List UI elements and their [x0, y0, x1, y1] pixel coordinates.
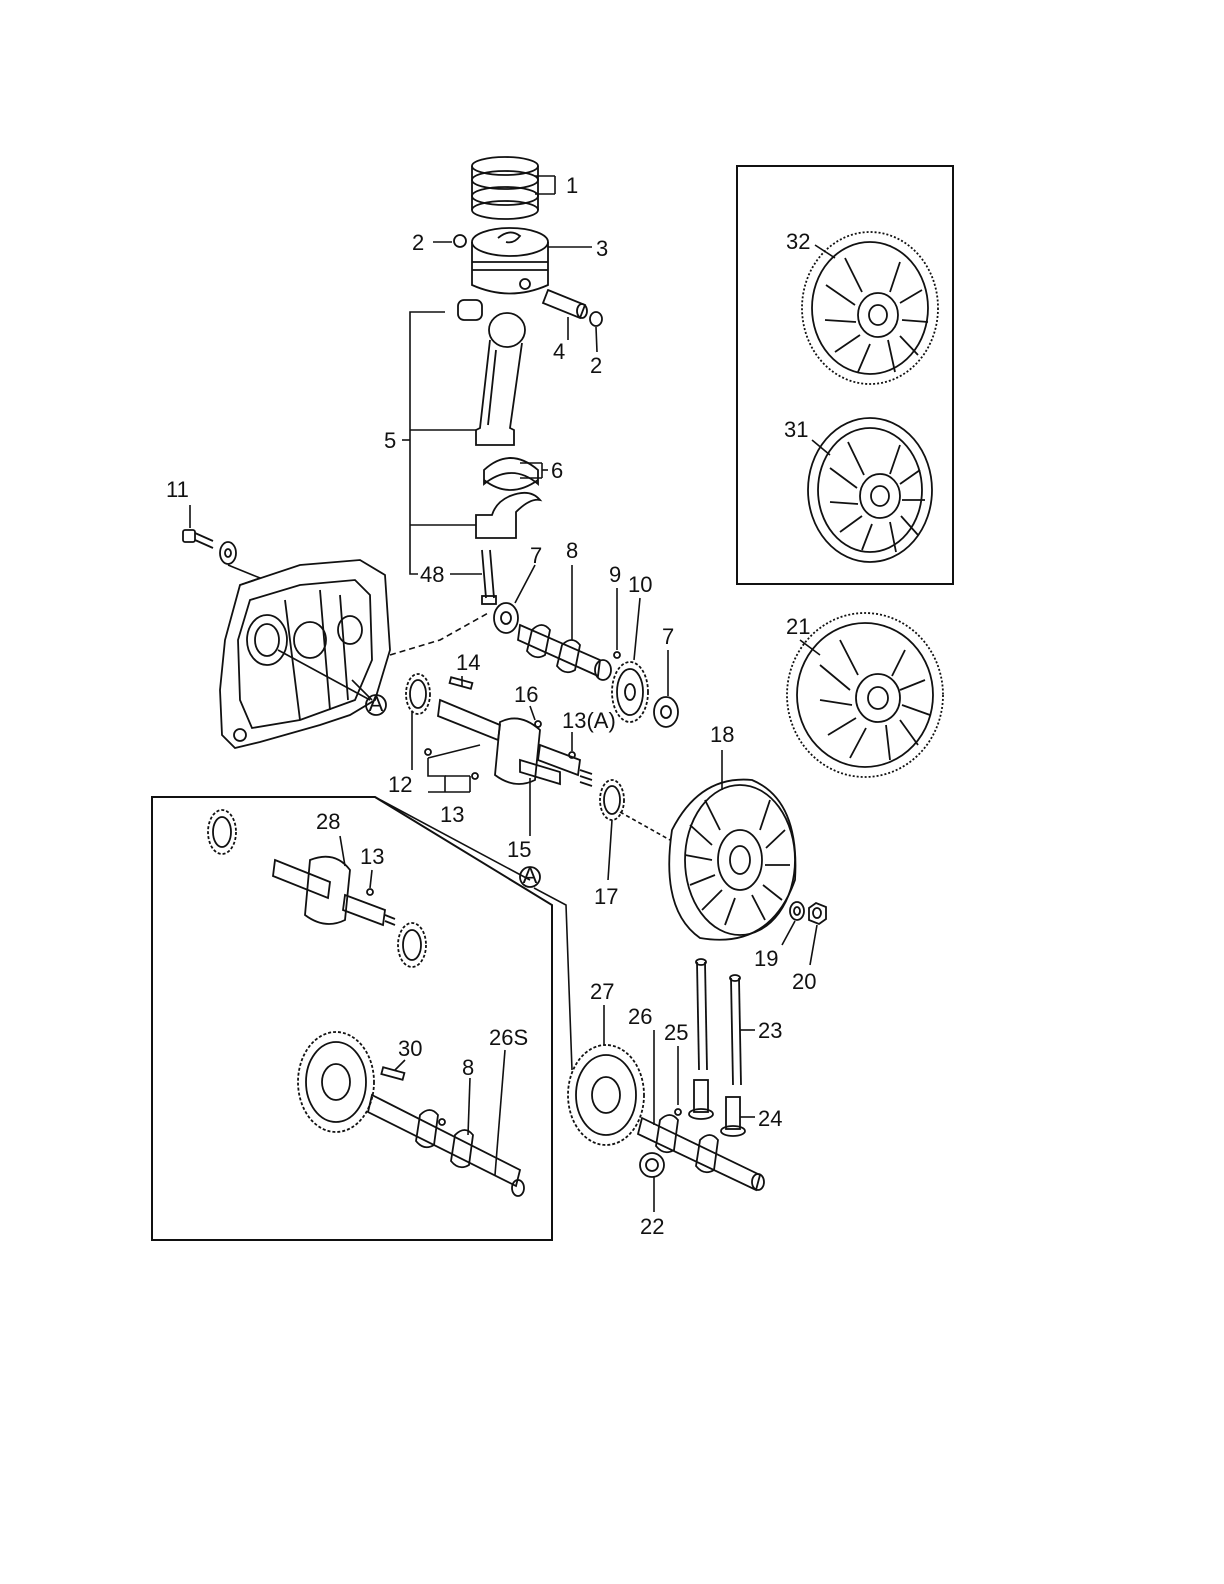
camshaft-lower [638, 1115, 764, 1190]
piston [472, 228, 548, 294]
callout-6: 6 [551, 458, 563, 483]
callout-13-alt: 13 [360, 844, 384, 869]
callout-7-left: 7 [530, 543, 542, 568]
callout-10: 10 [628, 572, 652, 597]
callout-2-left: 2 [412, 230, 424, 255]
flywheel-options-box [737, 166, 953, 584]
camshaft-pin [614, 652, 620, 658]
callout-25: 25 [664, 1020, 688, 1045]
callout-8-top: 8 [566, 538, 578, 563]
callout-1: 1 [566, 173, 578, 198]
piston-pin [543, 290, 587, 318]
crank-gear [406, 674, 430, 714]
alt-crank-gear [208, 810, 236, 854]
callout-14: 14 [456, 650, 480, 675]
cam-gear [612, 662, 648, 722]
flywheel-option-32 [802, 232, 938, 384]
callout-16: 16 [514, 682, 538, 707]
callout-20: 20 [792, 969, 816, 994]
callout-11: 11 [166, 477, 189, 502]
callout-18: 18 [710, 722, 734, 747]
cam-gear-lower [568, 1045, 644, 1145]
alt-cam-gear [298, 1032, 374, 1132]
callout-13a: 13(A) [562, 708, 616, 733]
cover-bolt [183, 530, 236, 564]
callout-26: 26 [628, 1004, 652, 1029]
crankcase-cover [220, 560, 390, 748]
alt-cam-key [381, 1067, 404, 1079]
callout-19: 19 [754, 946, 778, 971]
ref-marker-a-camshaft-label: A [523, 863, 538, 888]
callout-3: 3 [596, 236, 608, 261]
snap-ring-right [590, 312, 602, 326]
flywheel-option-31 [808, 418, 932, 562]
callout-7-right: 7 [662, 624, 674, 649]
callout-5: 5 [384, 428, 396, 453]
flywheel-nut [809, 903, 826, 924]
crank-gear-small [600, 780, 624, 820]
crank-key [450, 677, 473, 688]
tappet-left [689, 1080, 713, 1119]
cam-bearing-lower [640, 1153, 664, 1177]
crank-plug [535, 721, 541, 727]
callout-22: 22 [640, 1214, 664, 1239]
camshaft-bearing-right [654, 697, 678, 727]
snap-ring-left [454, 235, 466, 247]
rod-cap [476, 493, 540, 538]
callout-26s: 26S [489, 1025, 528, 1050]
callout-15: 15 [507, 837, 531, 862]
callout-31: 31 [784, 417, 808, 442]
callout-17: 17 [594, 884, 618, 909]
flywheel-main [669, 780, 795, 940]
camshaft-bearing-left [494, 603, 518, 633]
callout-30: 30 [398, 1036, 422, 1061]
flywheel-washer [790, 902, 804, 920]
callout-28: 28 [316, 809, 340, 834]
callout-9: 9 [609, 562, 621, 587]
callout-2-right: 2 [590, 353, 602, 378]
push-rod-left [696, 959, 707, 1070]
rod-bolt [482, 550, 496, 604]
camshaft-main [518, 625, 611, 680]
callout-4: 4 [553, 339, 565, 364]
alt-crank-gear-small [398, 923, 426, 967]
callout-12: 12 [388, 772, 412, 797]
callout-23: 23 [758, 1018, 782, 1043]
callout-21: 21 [786, 614, 810, 639]
ref-marker-a-cover-label: A [369, 691, 384, 716]
push-rod-right [730, 975, 741, 1085]
callout-27: 27 [590, 979, 614, 1004]
callout-48: 48 [420, 562, 444, 587]
piston-rings [472, 157, 538, 219]
callout-13: 13 [440, 802, 464, 827]
connecting-rod [458, 300, 525, 445]
callout-24: 24 [758, 1106, 782, 1131]
callout-32: 32 [786, 229, 810, 254]
callout-8-alt: 8 [462, 1055, 474, 1080]
